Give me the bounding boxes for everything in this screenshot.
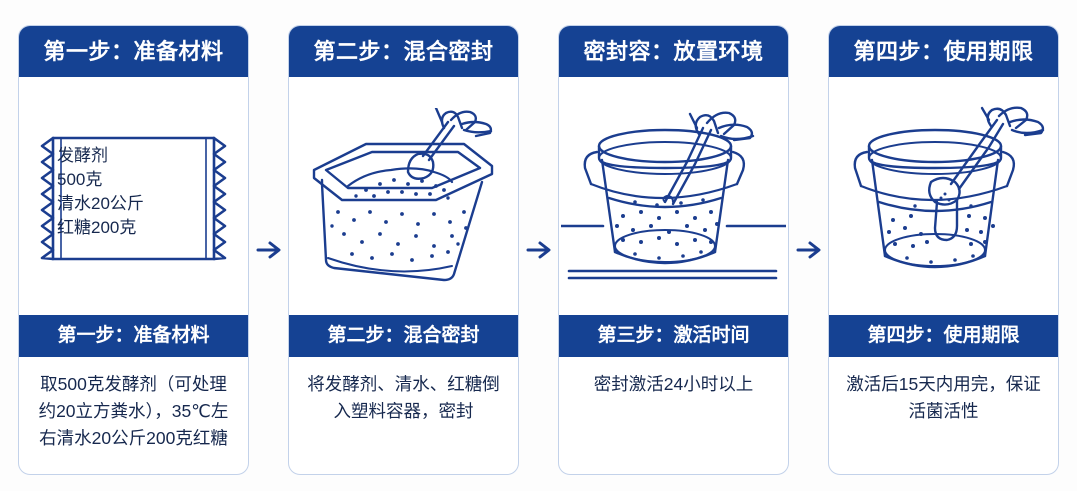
arrow-right-icon-3 [789, 25, 828, 475]
step-3-figure [559, 77, 788, 315]
packet-line-2: 500克 [57, 169, 103, 189]
packet-label-text: 发酵剂 500克 清水20公斤 红糖200克 [57, 144, 220, 241]
arrow-right-icon-1 [249, 25, 288, 475]
step-2-header: 第二步：混合密封 [289, 26, 518, 77]
step-3-body-text: 密封激活24小时以上 [593, 374, 754, 394]
fermentation-packet-illustration: 发酵剂 500克 清水20公斤 红糖200克 [31, 126, 236, 271]
step-1-body-text: 取500克发酵剂（可处理约20立方粪水），35℃左右清水20公斤200克红糖 [38, 374, 229, 449]
step-4-figure [829, 77, 1058, 315]
step-2-body-text: 将发酵剂、清水、红糖倒入塑料容器，密封 [307, 374, 500, 422]
step-4-body: 激活后15天内用完，保证活菌活性 [829, 357, 1058, 474]
step-2-body: 将发酵剂、清水、红糖倒入塑料容器，密封 [289, 357, 518, 474]
step-3-body: 密封激活24小时以上 [559, 357, 788, 474]
step-4-subheader: 第四步：使用期限 [829, 315, 1058, 357]
step-3-header: 密封容：放置环境 [559, 26, 788, 77]
step-2-subheader: 第二步：混合密封 [289, 315, 518, 357]
step-1-figure: 发酵剂 500克 清水20公斤 红糖200克 [19, 77, 248, 315]
step-4-body-text: 激活后15天内用完，保证活菌活性 [846, 374, 1041, 422]
step-card-2: 第二步：混合密封 [288, 25, 519, 475]
step-2-figure [289, 77, 518, 315]
packet-line-1: 发酵剂 [57, 145, 108, 165]
step-card-3: 密封容：放置环境 [558, 25, 789, 475]
step-1-subheader: 第一步：准备材料 [19, 315, 248, 357]
bucket-with-ladle-illustration [853, 105, 1045, 268]
step-1-body: 取500克发酵剂（可处理约20立方粪水），35℃左右清水20公斤200克红糖 [19, 357, 248, 474]
packet-line-3: 清水20公斤 [57, 193, 144, 213]
arrow-right-icon-2 [519, 25, 558, 475]
step-4-header: 第四步：使用期限 [829, 26, 1058, 77]
step-card-1: 第一步：准备材料 发酵剂 500克 清水20公斤 红糖200克 [18, 25, 249, 475]
step-3-subheader: 第三步：激活时间 [559, 315, 788, 357]
square-container-with-scoop-illustration [312, 108, 494, 282]
packet-line-4: 红糖200克 [57, 217, 137, 237]
step-card-4: 第四步：使用期限 [828, 25, 1059, 475]
step-1-header: 第一步：准备材料 [19, 26, 248, 77]
bucket-with-stirring-hand-illustration [561, 111, 786, 279]
